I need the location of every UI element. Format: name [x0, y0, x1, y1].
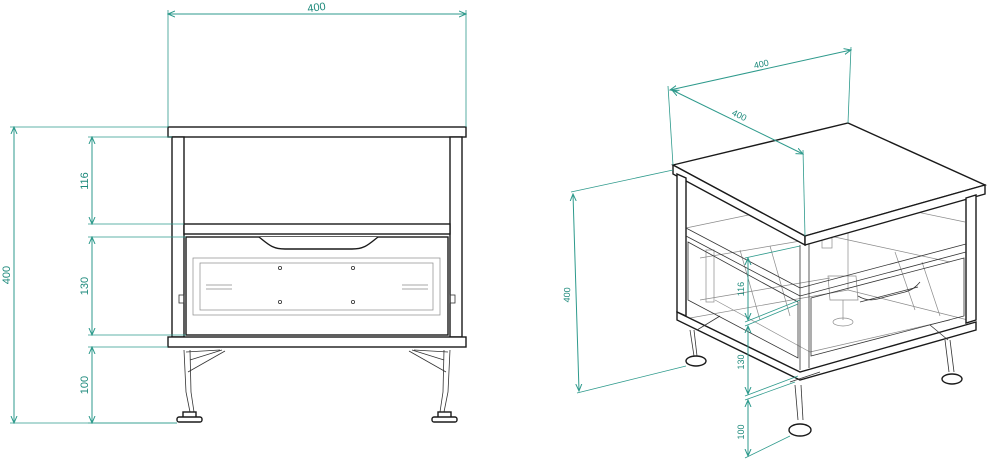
front-base-rail — [167, 336, 467, 348]
front-drawer-face — [185, 236, 449, 336]
iso-shelf-edge — [685, 227, 967, 289]
iso-right-panel — [965, 194, 977, 324]
iso-width-label: 400 — [753, 58, 770, 71]
iso-shelf-label: 116 — [736, 282, 746, 296]
iso-height-dimension — [573, 194, 579, 391]
front-legs-label: 100 — [79, 376, 91, 394]
front-drawer-box-hidden — [192, 257, 441, 316]
iso-drawer-label: 130 — [736, 354, 746, 369]
iso-leg-front — [788, 371, 821, 437]
iso-top-surface — [671, 122, 988, 237]
iso-drawer-face-left — [687, 241, 799, 359]
front-right-panel — [449, 136, 463, 338]
iso-depth-label: 400 — [730, 108, 748, 124]
iso-left-panel — [676, 172, 687, 318]
front-top-board — [167, 126, 467, 138]
front-view: 400 400 116 130 100 — [1, 1, 466, 423]
iso-width-dimension — [670, 50, 851, 90]
front-left-leg — [176, 349, 226, 423]
iso-leg-right — [929, 324, 963, 385]
front-drawer-handle-cutout — [258, 236, 379, 250]
front-drawer-inner-hidden — [199, 262, 434, 311]
iso-depth-dimension — [672, 90, 803, 154]
front-width-label: 400 — [307, 1, 327, 15]
front-shelf-label: 116 — [79, 172, 91, 190]
iso-legs-label: 100 — [736, 424, 746, 439]
iso-top-side-edge — [804, 184, 986, 246]
iso-base-rail — [676, 310, 977, 381]
isometric-view: 400 400 400 116 130 100 — [562, 46, 988, 459]
front-right-leg — [408, 349, 458, 423]
front-drawer-label: 130 — [79, 277, 91, 295]
iso-height-label: 400 — [562, 287, 573, 302]
iso-drawer-face-right — [810, 257, 965, 357]
front-height-label: 400 — [1, 266, 13, 284]
front-shelf-board — [183, 223, 451, 235]
iso-leg-left — [685, 315, 721, 367]
